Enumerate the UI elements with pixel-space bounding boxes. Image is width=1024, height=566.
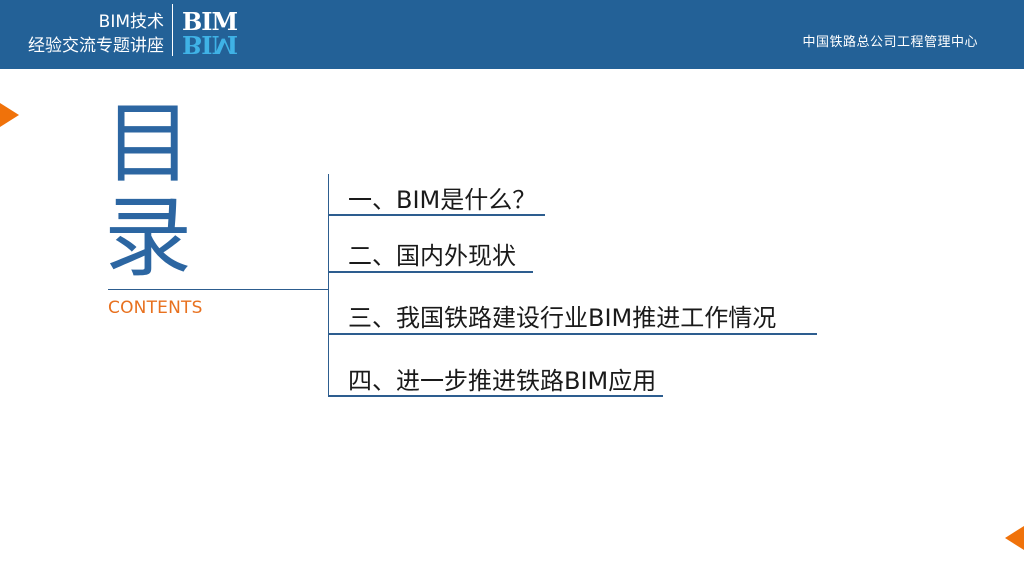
menu-item-4-underline xyxy=(328,395,663,397)
header-bar: BIM技术 经验交流专题讲座 BIM BIM 中国铁路总公司工程管理中心 xyxy=(0,0,1024,69)
title-char-mu: 目 xyxy=(104,92,193,195)
title-char-lu: 录 xyxy=(104,186,193,289)
menu-vertical-line xyxy=(328,174,329,397)
lecture-title-line1: BIM技术 xyxy=(98,12,164,32)
bim-logo: BIM BIM xyxy=(182,7,238,57)
menu-item-1[interactable]: 一、BIM是什么？ xyxy=(348,186,537,214)
menu-item-3[interactable]: 三、我国铁路建设行业BIM推进工作情况 xyxy=(348,304,777,332)
next-arrow-icon[interactable] xyxy=(1005,526,1024,550)
menu-item-2-underline xyxy=(328,271,533,273)
header-divider xyxy=(172,4,173,56)
menu-item-1-underline xyxy=(328,214,545,216)
menu-item-4[interactable]: 四、进一步推进铁路BIM应用 xyxy=(348,367,657,395)
menu-item-3-underline xyxy=(328,333,817,335)
contents-label: CONTENTS xyxy=(108,298,203,318)
previous-arrow-icon[interactable] xyxy=(0,103,19,127)
lecture-title-line2: 经验交流专题讲座 xyxy=(28,36,164,56)
bim-logo-reflection: BIM xyxy=(182,32,238,56)
title-connector-line xyxy=(108,289,329,290)
lecture-title: BIM技术 经验交流专题讲座 xyxy=(28,10,164,58)
bim-logo-text: BIM xyxy=(182,7,238,36)
organization-name: 中国铁路总公司工程管理中心 xyxy=(802,35,978,50)
menu-item-2[interactable]: 二、国内外现状 xyxy=(348,242,516,270)
